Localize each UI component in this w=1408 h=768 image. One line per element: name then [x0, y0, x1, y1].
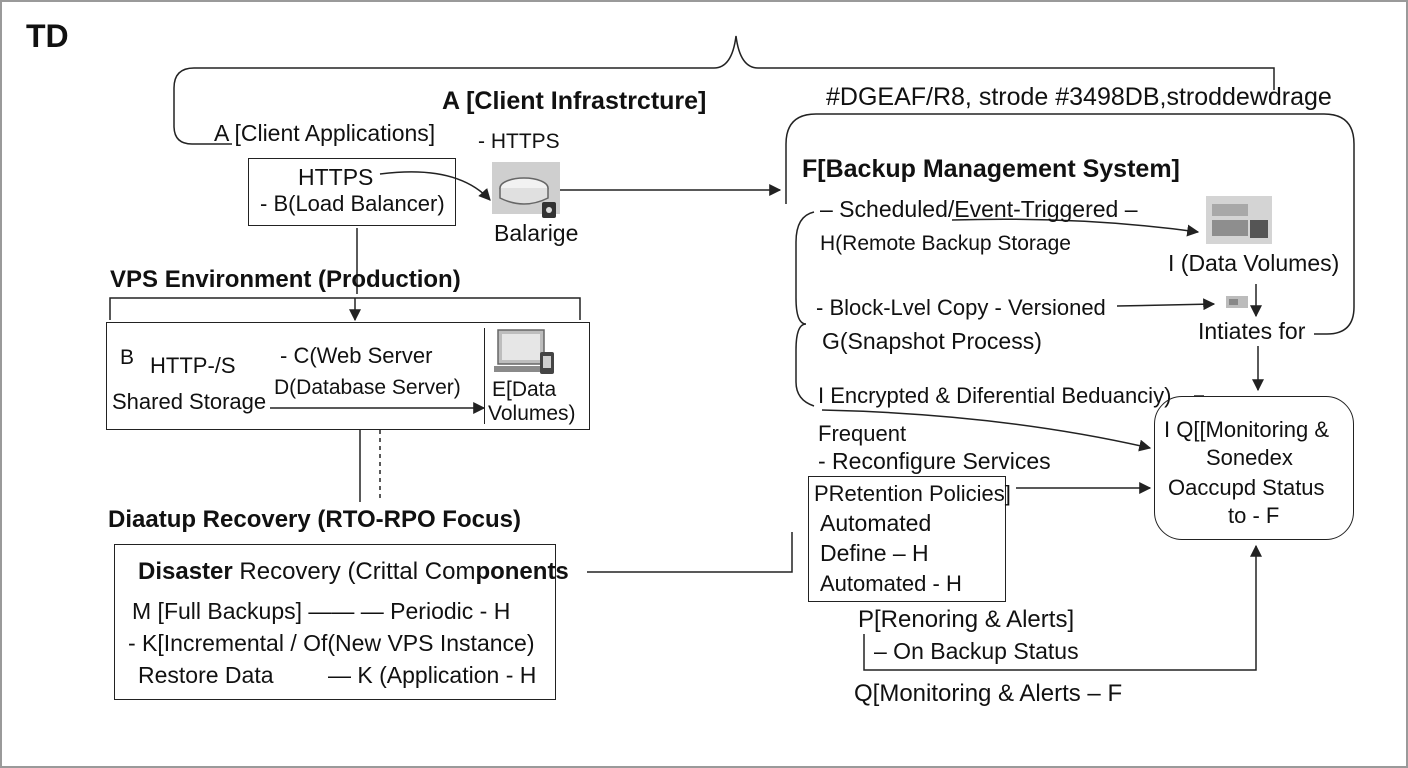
application-h-label: — K (Application - H [328, 662, 537, 688]
vps-bracket [109, 297, 581, 320]
vps-environment-title: VPS Environment (Production) [110, 266, 461, 293]
encrypted-arrow [821, 409, 1152, 452]
top-brace [173, 35, 1275, 145]
https-curve-arrow [379, 171, 491, 201]
backup-container [785, 113, 1355, 335]
backup-brace [795, 211, 815, 407]
load-balancer-label: - B(Load Balancer) [260, 191, 445, 216]
monitoring-alerts-q-label: Q[Monitoring & Alerts – F [854, 680, 1123, 707]
database-server-label: D(Database Server) [274, 376, 461, 399]
block-copy-arrow [1116, 298, 1216, 311]
snapshot-process-label: G(Snapshot Process) [822, 328, 1042, 354]
scheduled-arrow [951, 218, 1200, 237]
corner-label: TD [26, 18, 69, 54]
encrypted-label: I Encrypted & Diferential Beduanciy) [818, 383, 1172, 408]
frequent-label: Frequent [818, 421, 907, 446]
block-level-copy-label: - Block-Lvel Copy - Versioned [816, 295, 1106, 320]
full-backups-line: M [Full Backups] —— — Periodic - H [132, 598, 511, 624]
monitoring-line-2: Sonedex [1206, 445, 1293, 470]
initiates-for-label: Intiates for [1198, 318, 1306, 344]
server-computer-icon [494, 329, 554, 374]
vps-divider [484, 328, 486, 424]
https-box-label: HTTPS [298, 164, 374, 190]
backup-management-title: F[Backup Management System] [802, 155, 1180, 183]
recovery-box-title: Disaster Recovery (Crittal Components [138, 558, 569, 585]
client-applications-label: A [Client Applications] [214, 120, 436, 146]
monitoring-line-1: I Q[[Monitoring & [1164, 417, 1330, 442]
alerts-label: P[Renoring & Alerts] [858, 606, 1075, 633]
load-balancer-icon [492, 162, 560, 218]
reconfigure-label: - Reconfigure Services [818, 448, 1051, 474]
load-balancer-box [248, 158, 456, 226]
retention-policies-label: PRetention Policies] [814, 481, 1011, 506]
recovery-title: Diaatup Recovery (RTO-RPO Focus) [108, 506, 521, 533]
snapshot-icon [1226, 296, 1248, 308]
monitoring-line-4: to - F [1228, 503, 1280, 528]
monitoring-line-3: Oaccupd Status [1168, 475, 1325, 500]
style-note-text: #DGEAF/R8, strode #3498DB,stroddewdrage [826, 83, 1332, 111]
balancer-icon-label: Balarige [494, 220, 579, 246]
automated-label-2: Automated - H [820, 571, 962, 596]
remote-backup-label: H(Remote Backup Storage [820, 232, 1071, 255]
vps-b-label: B [120, 346, 135, 369]
define-h-label: Define – H [820, 540, 929, 566]
vps-box [106, 322, 590, 430]
automated-label-1: Automated [820, 510, 932, 536]
recovery-link [587, 532, 793, 573]
client-infrastructure-title: A [Client Infrastrcture] [442, 87, 707, 115]
recovery-box-title-normal: Recovery (Crittal Com [232, 558, 476, 585]
retention-box [808, 476, 1006, 602]
recovery-box-title-bold-2: ponents [475, 558, 569, 585]
http-s-label: HTTP-/S [150, 353, 236, 378]
incremental-line: - K[Incremental / Of(New VPS Instance) [128, 630, 535, 656]
restore-data-label: Restore Data [138, 662, 274, 688]
web-server-label: - C(Web Server [280, 343, 433, 368]
monitoring-box [1154, 396, 1354, 540]
data-volumes-e-line1: E[Data [492, 378, 557, 401]
https-top-label: - HTTPS [478, 130, 560, 153]
on-backup-status-label: – On Backup Status [874, 638, 1079, 664]
data-volumes-label: I (Data Volumes) [1168, 250, 1340, 276]
scheduled-label: – Scheduled/Event-Triggered – [820, 196, 1138, 222]
recovery-box-title-bold-1: Disaster [138, 558, 233, 585]
remote-storage-icon [1206, 196, 1272, 244]
data-volumes-e-line2: Volumes) [488, 402, 576, 425]
recovery-box [114, 544, 556, 700]
shared-storage-label: Shared Storage [112, 389, 267, 414]
status-arrow [863, 544, 1262, 671]
